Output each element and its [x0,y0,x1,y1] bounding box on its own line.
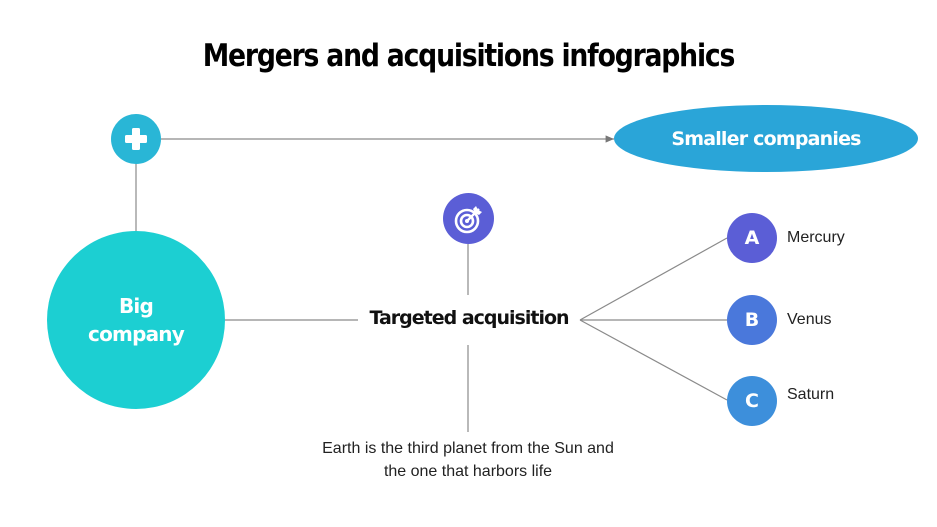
smaller-companies-node: Smaller companies [614,105,918,172]
big-company-line1: Big [118,294,154,318]
big-company-line2: company [88,322,185,346]
targeted-acquisition-label: Targeted acquisition [369,307,569,329]
target-dart-icon [454,205,482,233]
option-a-label: Mercury [787,229,845,246]
big-company-node: Big company [47,231,225,409]
option-c-label: Saturn [787,386,835,403]
option-c-badge: C [727,376,777,426]
option-b-label: Venus [787,311,832,328]
option-b-letter: B [744,309,760,331]
smaller-companies-label: Smaller companies [671,127,861,150]
target-button[interactable] [443,193,494,244]
option-b-badge: B [727,295,777,345]
description-text: Earth is the third planet from the Sun a… [288,437,648,483]
option-a-letter: A [744,227,760,249]
description-line2: the one that harbors life [383,463,553,480]
page-title: Mergers and acquisitions infographics [202,38,736,74]
add-button[interactable] [111,114,161,164]
option-a-badge: A [727,213,777,263]
option-c-letter: C [745,390,759,412]
description-line1: Earth is the third planet from the Sun a… [322,440,614,457]
plus-icon [125,128,147,150]
